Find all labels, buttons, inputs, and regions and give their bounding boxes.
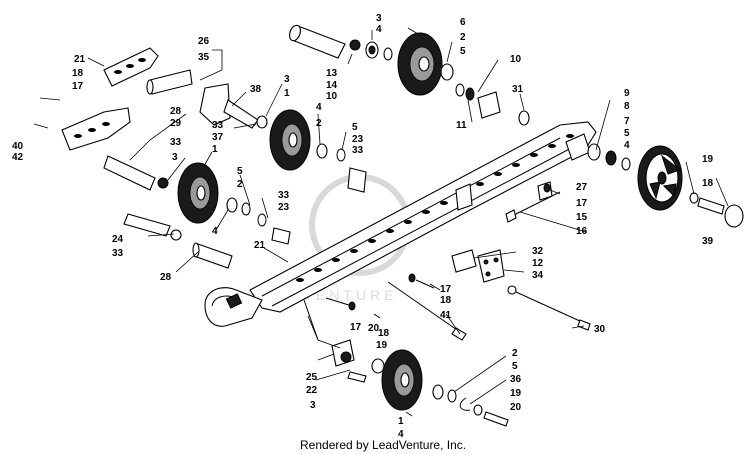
callout-labels: 21 18 17 40 42 26 35 13 14 10 3 4 6 2 5 … [12, 13, 714, 440]
callout-21: 21 [254, 240, 266, 251]
callout-15: 15 [576, 212, 588, 223]
callout-4: 4 [212, 226, 218, 237]
center-bracket [451, 249, 591, 331]
callout-20: 20 [368, 323, 380, 334]
callout-19: 19 [376, 340, 388, 351]
callout-3: 3 [376, 13, 382, 24]
callout-3: 3 [172, 152, 178, 163]
callout-31: 31 [512, 84, 524, 95]
callout-42: 42 [12, 152, 24, 163]
callout-38: 38 [250, 84, 262, 95]
callout-32: 32 [532, 246, 544, 257]
callout-4: 4 [316, 102, 322, 113]
callout-40: 40 [12, 141, 24, 152]
upper-arm-assembly [146, 69, 268, 129]
callout-5: 5 [237, 166, 243, 177]
callout-37: 37 [212, 132, 224, 143]
callout-1: 1 [398, 416, 404, 427]
callout-18: 18 [702, 178, 714, 189]
callout-28: 28 [170, 106, 182, 117]
callout-39: 39 [702, 236, 714, 247]
callout-1: 1 [212, 144, 218, 155]
mid-bolts [325, 273, 467, 341]
callout-2: 2 [237, 179, 243, 190]
callout-21: 21 [74, 54, 86, 65]
callout-10: 10 [326, 91, 338, 102]
callout-1: 1 [284, 88, 290, 99]
callout-34: 34 [532, 270, 544, 281]
left-wheel [103, 155, 291, 245]
callout-28: 28 [160, 272, 172, 283]
callout-5: 5 [624, 128, 630, 139]
callout-29: 29 [170, 118, 182, 129]
callout-16: 16 [576, 226, 588, 237]
callout-26: 26 [198, 36, 210, 47]
callout-5: 5 [460, 46, 466, 57]
callout-2: 2 [460, 32, 466, 43]
callout-17: 17 [350, 322, 362, 333]
main-rail [204, 121, 597, 327]
callout-20: 20 [510, 402, 522, 413]
top-roller-assembly [289, 24, 530, 126]
callout-12: 12 [532, 258, 544, 269]
callout-11: 11 [456, 120, 467, 131]
callout-22: 22 [306, 385, 318, 396]
callout-33: 33 [278, 190, 290, 201]
callout-18: 18 [378, 328, 390, 339]
rear-wheel [565, 133, 744, 228]
callout-17: 17 [576, 198, 588, 209]
callout-33: 33 [112, 248, 124, 259]
callout-24: 24 [112, 234, 124, 245]
callout-8: 8 [624, 101, 630, 112]
callout-14: 14 [326, 80, 338, 91]
callout-19: 19 [510, 388, 522, 399]
callout-36: 36 [510, 374, 522, 385]
callout-17: 17 [72, 81, 84, 92]
callout-25: 25 [306, 372, 318, 383]
callout-9: 9 [624, 88, 630, 99]
callout-5: 5 [352, 122, 358, 133]
callout-3: 3 [284, 74, 290, 85]
callout-2: 2 [512, 348, 518, 359]
callout-33: 33 [170, 137, 182, 148]
rail-left-upper [61, 47, 159, 151]
callout-23: 23 [352, 134, 364, 145]
callout-23: 23 [278, 202, 290, 213]
render-credit: Rendered by LeadVenture, Inc. [300, 438, 466, 452]
callout-35: 35 [198, 52, 210, 63]
callout-41: 41 [440, 310, 452, 321]
callout-4: 4 [624, 140, 630, 151]
callout-33: 33 [212, 120, 224, 131]
callout-3: 3 [310, 400, 316, 411]
callout-2: 2 [316, 118, 322, 129]
leader-lines [33, 27, 729, 417]
callout-18: 18 [72, 68, 84, 79]
callout-27: 27 [576, 182, 588, 193]
callout-18: 18 [440, 295, 452, 306]
callout-13: 13 [326, 68, 338, 79]
callout-4: 4 [398, 429, 404, 440]
middle-wheel [269, 109, 367, 193]
callout-5: 5 [512, 361, 518, 372]
bottom-wheel [303, 299, 509, 427]
callout-10: 10 [510, 54, 522, 65]
callout-6: 6 [460, 17, 466, 28]
callout-30: 30 [594, 324, 606, 335]
lower-left-axles [123, 213, 233, 269]
callout-4: 4 [376, 24, 382, 35]
callout-17: 17 [440, 284, 452, 295]
callout-33: 33 [352, 145, 364, 156]
callout-7: 7 [624, 116, 630, 127]
callout-19: 19 [702, 154, 714, 165]
